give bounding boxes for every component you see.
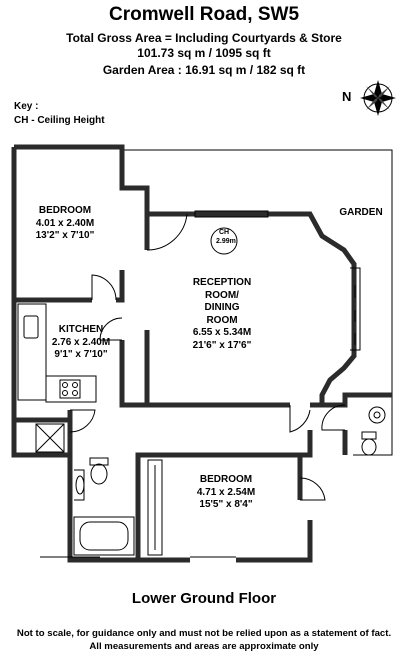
key-ceiling-height: CH - Ceiling Height [14, 115, 105, 126]
room-name: ROOM [206, 314, 238, 326]
gross-area-label: Total Gross Area = Including Courtyards … [66, 31, 342, 45]
window [350, 267, 361, 351]
door [299, 477, 326, 501]
walls [11, 144, 392, 563]
ceiling-height-label: CH 2.99m [216, 228, 236, 246]
door [321, 404, 346, 431]
door [91, 274, 117, 301]
property-title: Cromwell Road, SW5 [108, 4, 300, 25]
window [194, 210, 269, 218]
room-name: KITCHEN [58, 324, 104, 335]
disclaimer-line-2: All measurements and areas are approxima… [89, 641, 319, 652]
toilet-icon [89, 457, 109, 485]
room-imperial: 13'2" x 7'10" [35, 230, 95, 241]
sink-icon [23, 315, 39, 339]
bedroom2-label: BEDROOM 4.71 x 2.54M 15'5" x 8'4" [184, 474, 268, 512]
bath-icon [73, 516, 135, 556]
kitchen-counter [17, 303, 47, 401]
kitchen-label: KITCHEN 2.76 x 2.40M 9'1" x 7'10" [46, 324, 116, 362]
kitchen-counter [45, 375, 97, 403]
garden-boundary [124, 149, 393, 456]
room-name: BEDROOM [38, 205, 92, 216]
basin-icon [74, 469, 85, 501]
room-name: BEDROOM [199, 474, 253, 485]
reception-label: RECEPTION ROOM/ DINING ROOM 6.55 x 5.34M… [172, 277, 272, 352]
wardrobe [147, 459, 163, 556]
room-imperial: 15'5" x 8'4" [199, 499, 253, 510]
door [99, 317, 123, 341]
door [69, 409, 96, 433]
room-metric: 4.01 x 2.40M [35, 217, 95, 229]
room-imperial: 9'1" x 7'10" [54, 349, 108, 360]
room-imperial: 21'6" x 17'6" [192, 339, 252, 351]
room-name: DINING [204, 302, 240, 313]
ceiling-height-tag: CH [218, 229, 230, 236]
shower-icon [35, 423, 65, 453]
basin-icon [368, 406, 386, 424]
ceiling-height-value: 2.99m [216, 238, 236, 245]
garden-label: GARDEN [339, 207, 383, 218]
toilet-icon [361, 431, 377, 456]
compass-icon [360, 80, 396, 116]
disclaimer-line-1: Not to scale, for guidance only and must… [16, 628, 392, 639]
floor-name: Lower Ground Floor [131, 590, 277, 607]
hob-icon [59, 379, 81, 399]
garden-area: Garden Area : 16.91 sq m / 182 sq ft [102, 63, 306, 77]
gross-area-value: 101.73 sq m / 1095 sq ft [137, 46, 271, 60]
door [289, 405, 311, 433]
ceiling-height-marker [210, 227, 238, 255]
door [146, 213, 188, 251]
room-name: RECEPTION [192, 277, 252, 288]
key-title: Key : [14, 101, 39, 112]
room-metric: 2.76 x 2.40M [51, 336, 111, 348]
room-name: ROOM/ [205, 289, 239, 301]
bedroom1-label: BEDROOM 4.01 x 2.40M 13'2" x 7'10" [30, 205, 100, 243]
room-metric: 6.55 x 5.34M [192, 327, 252, 338]
room-metric: 4.71 x 2.54M [196, 486, 256, 498]
compass-north-label: N [342, 89, 352, 104]
